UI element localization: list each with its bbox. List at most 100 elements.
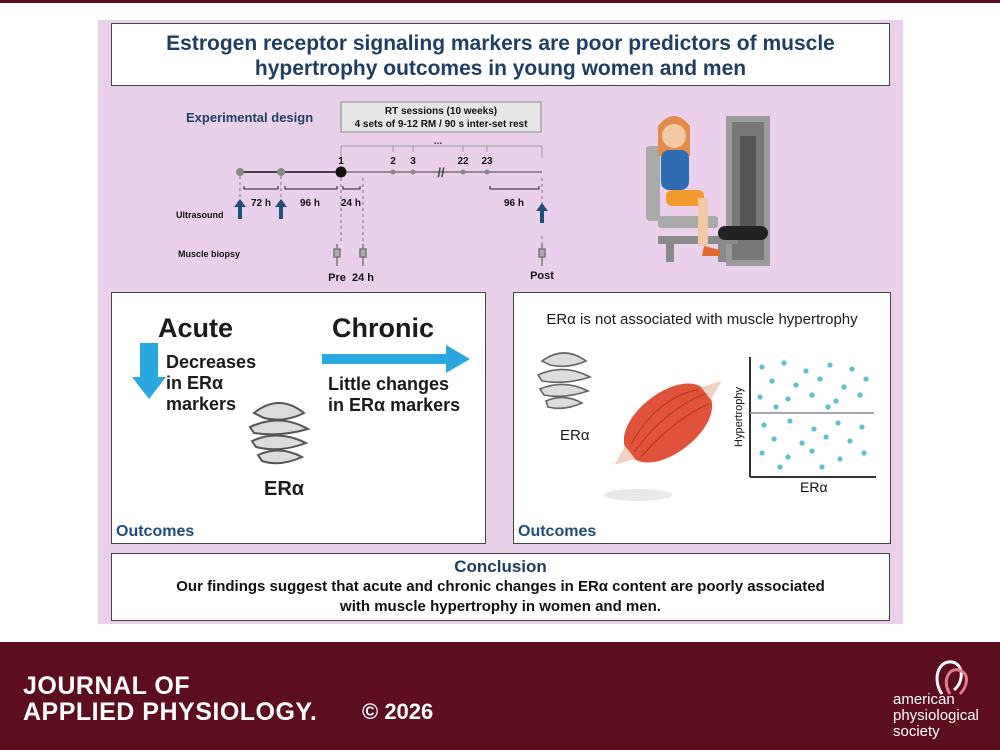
biopsy-needle-icon (538, 244, 546, 266)
society-name-line: society (893, 723, 940, 740)
scatter-dot (777, 464, 783, 470)
scatter-dot (861, 450, 867, 456)
right-arrow-icon (322, 345, 470, 373)
scatter-dot (809, 448, 815, 454)
chronic-description: Little changes in ERα markers (328, 374, 460, 416)
scatter-dot (785, 454, 791, 460)
biopsy-label: Muscle biopsy (178, 249, 240, 259)
rt-sessions-line2: 4 sets of 9-12 RM / 90 s inter-set rest (355, 119, 529, 130)
scatter-dot (823, 434, 829, 440)
interval-72h: 72 h (251, 198, 271, 209)
scatter-dots (757, 360, 869, 470)
scatter-dot (833, 398, 839, 404)
title-box: Estrogen receptor signaling markers are … (111, 23, 890, 86)
scatter-dot (759, 364, 765, 370)
acute-desc-line: markers (166, 394, 237, 414)
down-arrow-icon (132, 343, 166, 399)
scatter-dot (849, 366, 855, 372)
timeline-point-session-1 (335, 166, 347, 178)
conclusion-line: with muscle hypertrophy in women and men… (340, 598, 661, 615)
conclusion-text: Our findings suggest that acute and chro… (112, 577, 889, 617)
society-name-line: physiological (893, 707, 979, 724)
acute-desc-line: Decreases (166, 352, 257, 372)
scatter-dot (761, 422, 767, 428)
scatter-dot (771, 436, 777, 442)
top-strip (0, 0, 1000, 3)
scatter-dot (837, 456, 843, 462)
rt-sessions-box (340, 101, 542, 133)
timeline-point (390, 169, 396, 175)
design-heading: Experimental design (186, 110, 313, 125)
session-2: 2 (390, 156, 396, 167)
scatter-dot (793, 382, 799, 388)
y-axis-label: Hypertrophy (733, 387, 745, 447)
session-1: 1 (338, 156, 344, 167)
scatter-dot (769, 378, 775, 384)
journal-footer: JOURNAL OF APPLIED PHYSIOLOGY. © 2026 am… (0, 642, 1000, 750)
scatter-dot (819, 464, 825, 470)
scatter-dot (825, 404, 831, 410)
scatter-dot (841, 384, 847, 390)
er-alpha-label-right: ERα (560, 427, 590, 444)
interval-96h-pre: 96 h (300, 198, 320, 209)
biopsy-needle-icon (333, 244, 341, 266)
scatter-dot (773, 404, 779, 410)
scatter-dot (809, 392, 815, 398)
association-heading: ERα is not associated with muscle hypert… (546, 311, 858, 328)
outcomes-label-right: Outcomes (518, 523, 597, 540)
chronic-desc-line: in ERα markers (328, 395, 461, 415)
session-22: 22 (457, 156, 469, 167)
rt-sessions-line1: RT sessions (10 weeks) (385, 106, 497, 117)
x-axis-label: ERα (800, 479, 828, 495)
conclusion-box: Conclusion Our findings suggest that acu… (111, 553, 890, 621)
timeline-point (484, 169, 490, 175)
ultrasound-arrow-icon (536, 203, 548, 223)
scatter-dot (759, 450, 765, 456)
muscle-illustration (604, 381, 722, 501)
timeline-point (236, 168, 244, 176)
outcomes-label-left: Outcomes (116, 523, 195, 540)
conclusion-line: Our findings suggest that acute and chro… (176, 578, 825, 595)
scatter-plot: Hypertrophy (733, 357, 876, 478)
abstract-title: Estrogen receptor signaling markers are … (166, 32, 835, 80)
biopsy-pre: Pre (328, 272, 346, 284)
session-3: 3 (410, 156, 416, 167)
biopsy-24h: 24 h (352, 272, 374, 284)
chronic-desc-line: Little changes (328, 374, 450, 394)
scatter-dot (757, 394, 763, 400)
interval-96h-post: 96 h (504, 198, 524, 209)
timeline-point (460, 169, 466, 175)
scatter-dot (781, 360, 787, 366)
society-name-line: american (893, 691, 955, 708)
scatter-dot (787, 418, 793, 424)
scatter-dot (857, 392, 863, 398)
scatter-dot (811, 426, 817, 432)
scatter-dot (817, 376, 823, 382)
leg-extension-machine-illustration (646, 116, 770, 266)
biopsy-post: Post (530, 270, 554, 282)
acute-desc-line: in ERα (166, 373, 224, 393)
ultrasound-arrow-icon (275, 199, 287, 219)
er-alpha-protein-icon (536, 352, 593, 410)
journal-name: JOURNAL OF APPLIED PHYSIOLOGY. (23, 673, 317, 725)
journal-name-line: JOURNAL OF (23, 672, 191, 700)
interval-24h: 24 h (341, 198, 361, 209)
timeline-point (410, 169, 416, 175)
acute-heading: Acute (158, 313, 234, 343)
timeline-point (277, 168, 285, 176)
scatter-dot (863, 376, 869, 382)
conclusion-heading: Conclusion (454, 557, 547, 576)
aps-logo-icon (935, 660, 968, 696)
interval-brackets (243, 186, 540, 190)
scatter-dot (799, 440, 805, 446)
ultrasound-arrow-icon (234, 199, 246, 219)
timeline-break: // (437, 165, 445, 180)
scatter-dot (803, 368, 809, 374)
acute-description: Decreases in ERα markers (166, 352, 256, 415)
ellipsis: ... (434, 136, 443, 147)
dashed-guides (239, 176, 543, 244)
rt-bracket (340, 145, 543, 158)
er-alpha-label: ERα (264, 478, 305, 500)
scatter-dot (785, 396, 791, 402)
experimental-design-diagram: Experimental design RT sessions (10 week… (176, 101, 770, 284)
